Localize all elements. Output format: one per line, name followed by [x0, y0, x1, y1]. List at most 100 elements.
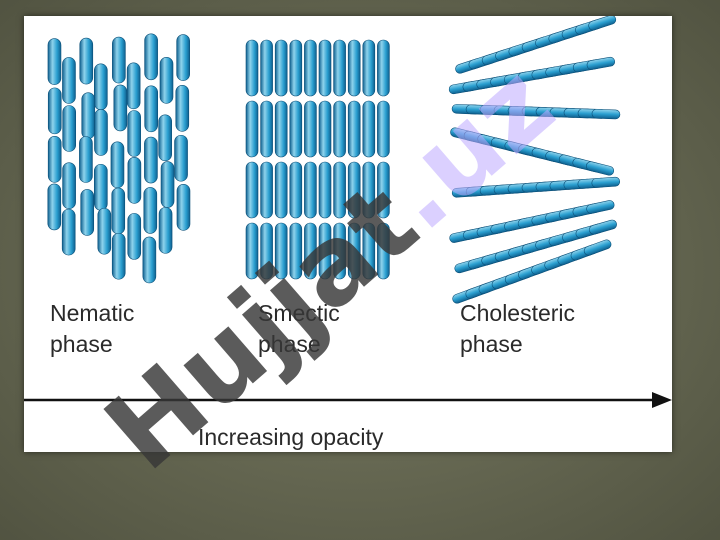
molecule-rod [318, 39, 332, 97]
molecule-rod [333, 100, 346, 158]
molecule-rod [318, 161, 332, 219]
molecule-rod [62, 162, 76, 210]
molecule-rod [245, 161, 259, 219]
molecule-rod [347, 161, 361, 219]
molecule-rod [142, 236, 157, 284]
molecule-rod [289, 222, 303, 280]
molecule-rod [47, 136, 62, 183]
nematic-phase-illustration [47, 33, 191, 284]
molecule-rod [260, 222, 273, 280]
molecule-rod [175, 85, 190, 132]
molecule-rod [174, 134, 188, 182]
molecule-rod [304, 39, 317, 97]
molecule-rod [112, 36, 126, 84]
molecule-rod [274, 222, 288, 280]
molecule-rod [113, 84, 128, 132]
molecule-rod [304, 100, 317, 158]
molecule-rod [304, 222, 317, 280]
molecule-rod [274, 161, 288, 219]
molecule-rod [94, 63, 108, 111]
molecule-rod [94, 109, 108, 156]
molecule-rod [586, 200, 615, 214]
smectic-label-line2: phase [258, 331, 321, 357]
molecule-rod [318, 222, 332, 280]
molecule-rod [62, 105, 77, 152]
diagram-panel: Nematic phase Smectic phase Cholesteric … [24, 16, 672, 452]
molecule-rod [588, 16, 617, 31]
molecule-rod [47, 183, 62, 231]
molecule-rod [289, 39, 303, 97]
molecule-rod [347, 100, 361, 158]
opacity-axis-label: Increasing opacity [198, 424, 384, 450]
smectic-phase-illustration [245, 39, 390, 280]
molecule-rod [260, 100, 273, 158]
molecule-rod [158, 114, 172, 162]
molecule-rod [274, 39, 288, 97]
molecule-rod [591, 108, 621, 120]
molecule-rod [583, 239, 612, 256]
molecule-rod [377, 222, 390, 280]
molecule-rod [159, 57, 174, 104]
molecule-rod [61, 208, 76, 256]
molecule-rod [362, 222, 376, 280]
cholesteric-label: Cholesteric phase [460, 298, 575, 360]
molecule-rod [591, 176, 621, 188]
molecule-rod [127, 157, 142, 204]
molecule-rod [127, 110, 141, 157]
molecule-rod [47, 87, 62, 135]
molecule-rod [127, 213, 142, 260]
smectic-label: Smectic phase [258, 298, 340, 360]
cholesteric-phase-illustration [448, 16, 621, 304]
molecule-rod [126, 62, 141, 110]
molecule-rod [111, 232, 126, 280]
molecule-rod [110, 141, 125, 189]
molecule-rod [260, 39, 273, 97]
molecule-rod [144, 33, 158, 81]
molecule-rod [79, 136, 93, 183]
molecule-rod [347, 222, 361, 280]
cholesteric-label-line1: Cholesteric [460, 300, 576, 326]
molecule-rod [318, 100, 332, 158]
molecule-rod [144, 85, 158, 133]
opacity-axis-arrowhead [652, 392, 672, 408]
molecule-rod [289, 161, 303, 219]
molecule-rod [333, 161, 346, 219]
cholesteric-label-line2: phase [460, 331, 523, 357]
molecule-rod [333, 222, 346, 280]
molecule-rod [144, 136, 158, 184]
molecule-rod [160, 161, 175, 208]
nematic-label-line2: phase [50, 331, 113, 357]
smectic-label-line1: Smectic [258, 300, 340, 326]
molecule-rod [586, 161, 615, 176]
molecule-rod [81, 92, 96, 139]
molecule-rod [377, 39, 390, 97]
molecule-rod [245, 222, 259, 280]
molecule-rod [245, 39, 259, 97]
molecule-rod [362, 100, 376, 158]
molecule-rod [377, 100, 390, 158]
molecule-rod [94, 163, 108, 211]
nematic-label: Nematic phase [50, 298, 134, 360]
molecule-rod [245, 100, 259, 158]
molecule-rod [158, 207, 173, 254]
molecule-rod [62, 57, 76, 104]
molecule-rod [347, 39, 361, 97]
molecule-rod [111, 187, 126, 235]
molecule-rod [289, 100, 303, 158]
nematic-label-line1: Nematic [50, 300, 135, 326]
molecule-rod [377, 161, 390, 219]
molecule-rod [274, 100, 288, 158]
liquid-crystal-phases-diagram [24, 16, 672, 408]
molecule-rod [586, 56, 616, 70]
molecule-rod [80, 189, 95, 236]
molecule-rod [176, 34, 190, 81]
molecule-rod [362, 161, 376, 219]
molecule-rod [47, 38, 62, 85]
molecule-rod [97, 207, 112, 255]
molecule-rod [333, 39, 346, 97]
molecule-rod [260, 161, 273, 219]
molecule-rod [362, 39, 376, 97]
molecule-rod [79, 37, 94, 85]
molecule-rod [176, 184, 191, 231]
molecule-rod [143, 187, 158, 234]
